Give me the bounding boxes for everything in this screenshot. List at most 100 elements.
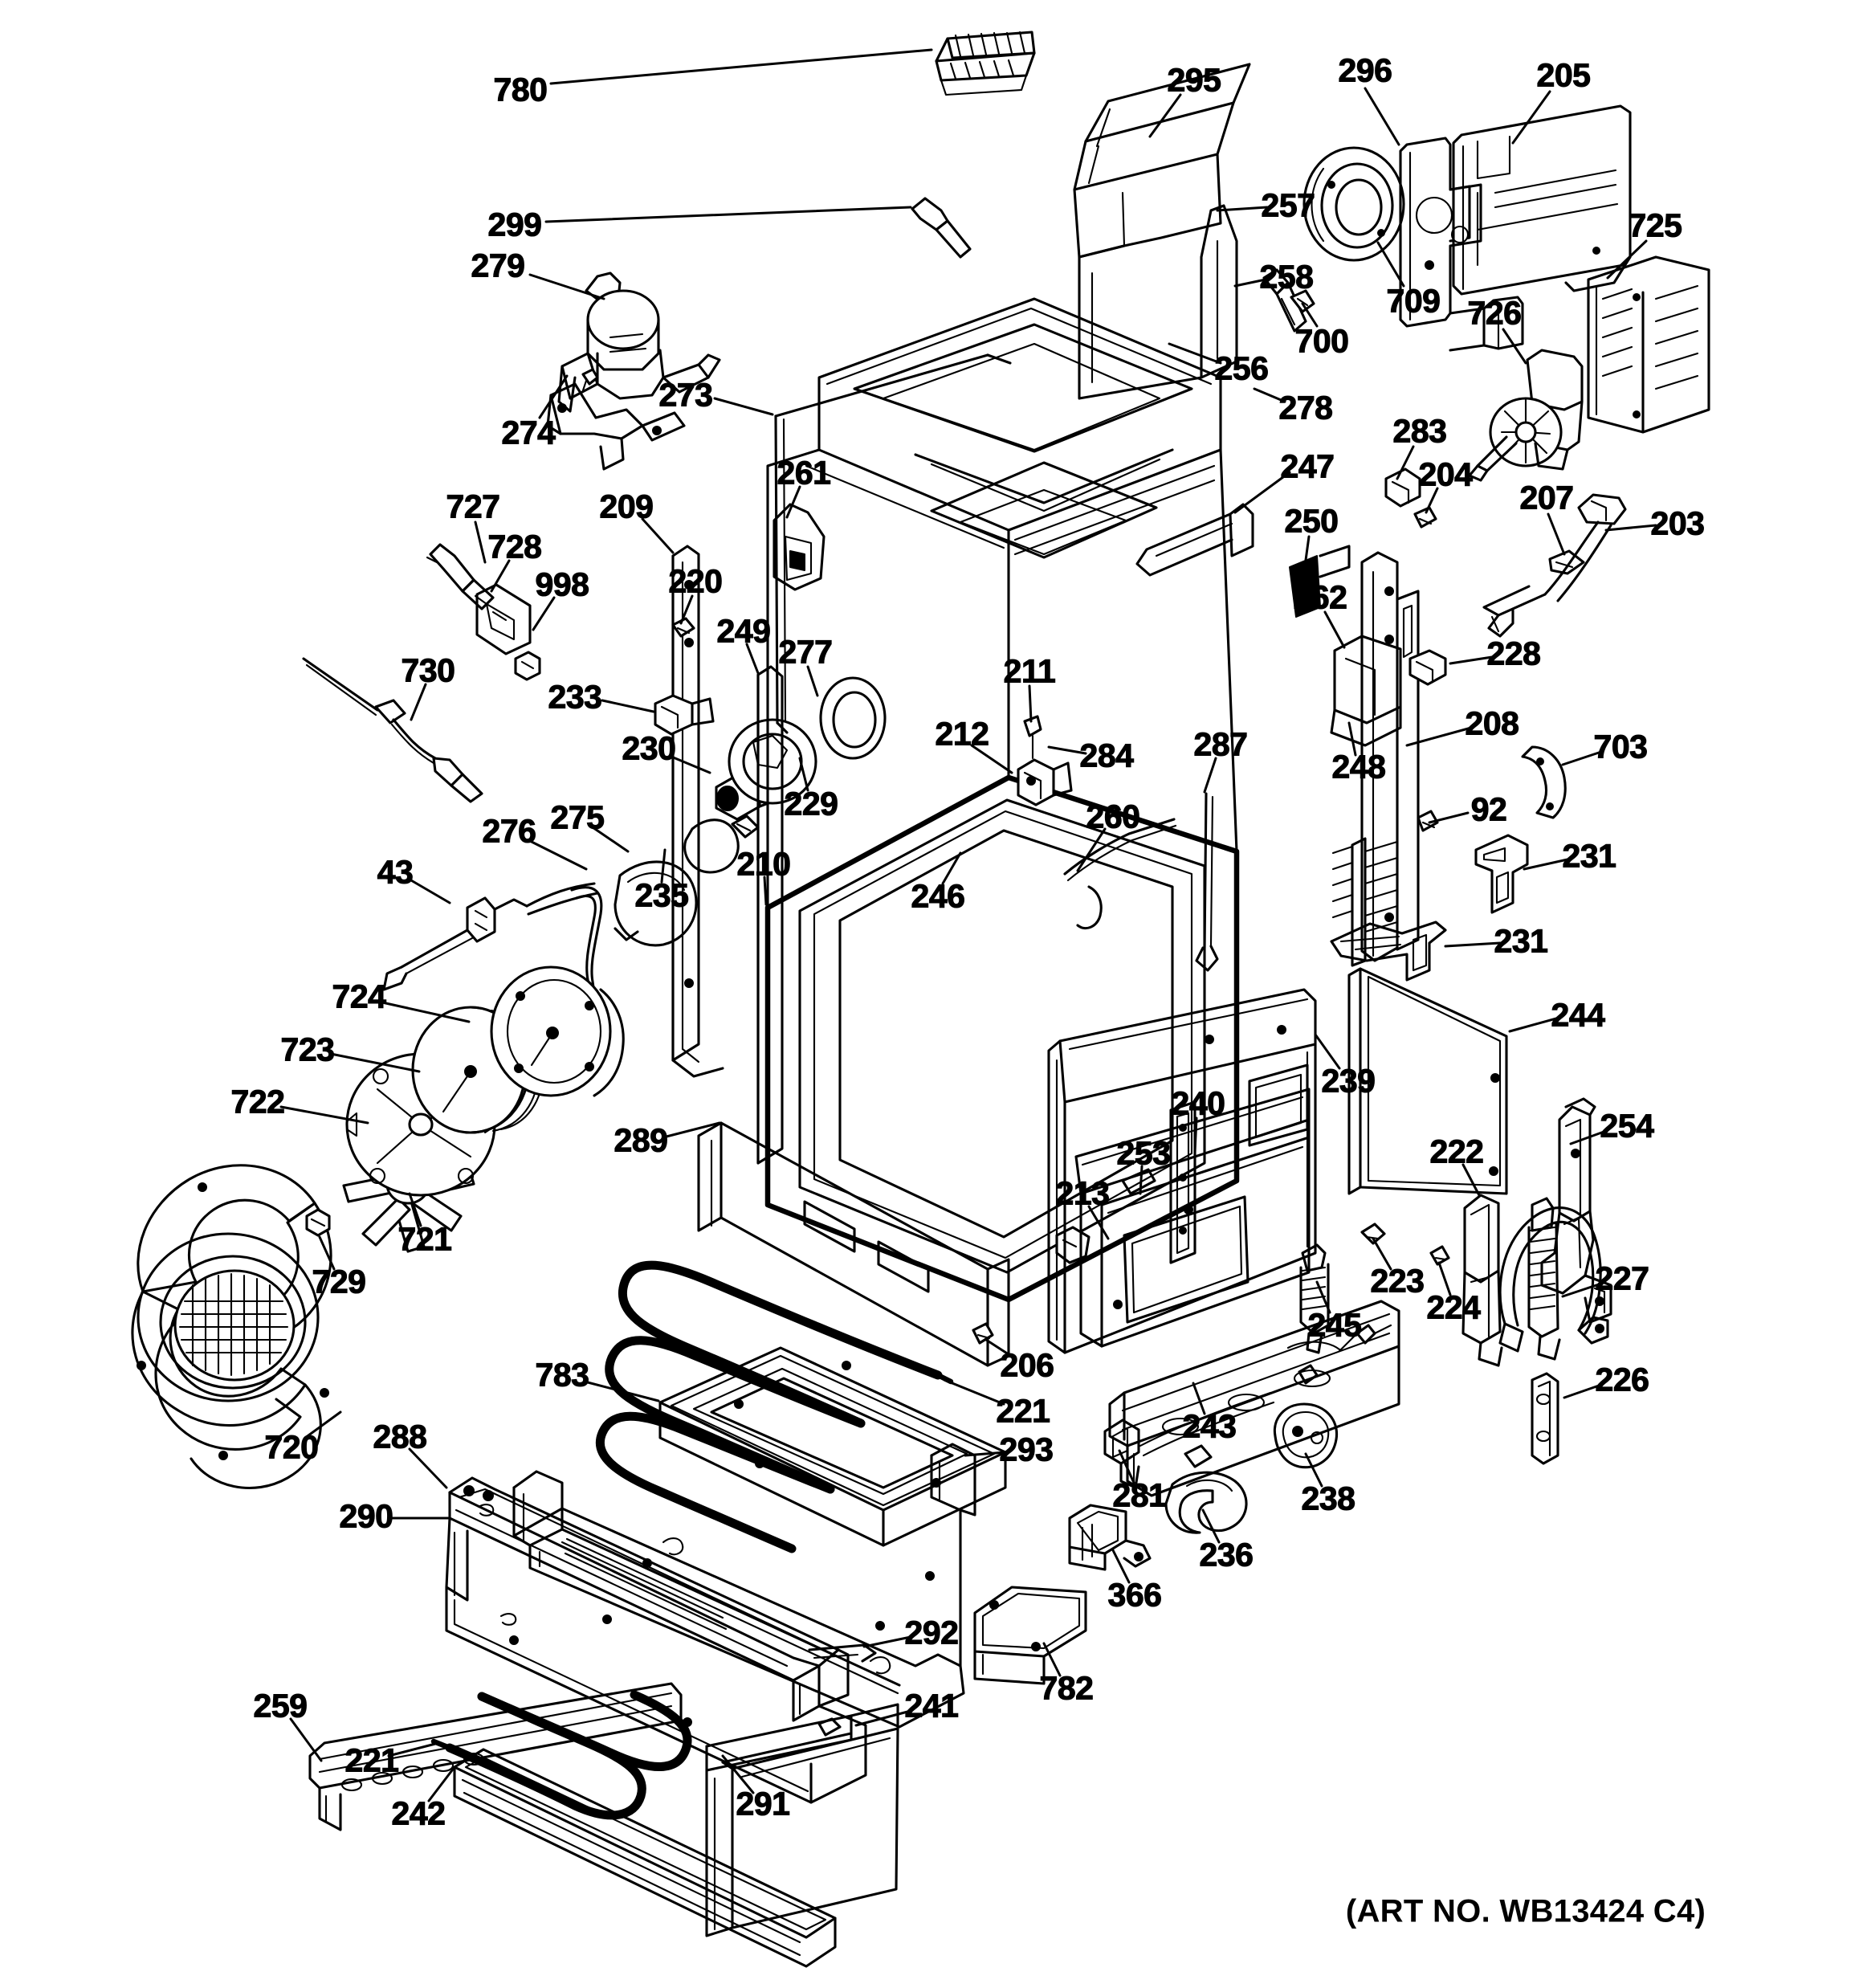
leader-line-709	[1376, 241, 1405, 288]
part-299-pin	[911, 197, 972, 259]
leader-line-728	[490, 559, 511, 593]
leader-line-249	[745, 643, 760, 675]
leader-line-727	[474, 520, 487, 564]
callout-231: 231	[1562, 837, 1617, 875]
leader-line-299	[544, 206, 912, 223]
callout-231b: 231	[1494, 922, 1549, 960]
part-261-bracket	[773, 503, 826, 591]
leader-line-257	[1216, 206, 1269, 212]
leader-line-262	[1323, 610, 1346, 649]
callout-227: 227	[1595, 1259, 1650, 1297]
leader-line-224	[1437, 1261, 1452, 1296]
callout-366: 366	[1107, 1576, 1163, 1614]
leader-line-780	[549, 48, 933, 85]
callout-245: 245	[1307, 1306, 1363, 1344]
leader-line-226	[1563, 1383, 1603, 1399]
leader-line-782	[1042, 1642, 1062, 1677]
leader-line-279	[528, 273, 605, 300]
callout-262: 262	[1293, 578, 1348, 616]
part-206-screw	[972, 1322, 994, 1345]
callout-254: 254	[1600, 1107, 1655, 1145]
callout-211: 211	[1003, 652, 1056, 690]
leader-line-720	[304, 1410, 342, 1439]
part-720-blower-housing	[131, 1164, 332, 1489]
callout-247: 247	[1280, 447, 1335, 485]
part-221-bake-element	[595, 1260, 954, 1553]
callout-260: 260	[1086, 798, 1141, 835]
callout-236: 236	[1199, 1536, 1254, 1574]
part-226-link	[1531, 1372, 1559, 1465]
part-283-clip	[1384, 467, 1421, 508]
callout-279: 279	[471, 247, 526, 284]
callout-207: 207	[1519, 479, 1575, 516]
callout-244: 244	[1551, 996, 1606, 1034]
part-246-oven-cavity	[766, 297, 1238, 909]
leader-line-221b	[387, 1741, 440, 1757]
part-998-nut	[514, 651, 541, 681]
part-213-bracket	[1055, 1226, 1090, 1264]
callout-287: 287	[1193, 725, 1249, 763]
leader-line-243	[1192, 1382, 1206, 1415]
part-257-vent-bracket	[1078, 204, 1238, 400]
part-274-screw	[581, 368, 599, 392]
leader-line-278	[1253, 387, 1286, 403]
leader-line-725	[1606, 239, 1648, 280]
leader-line-723	[329, 1052, 421, 1073]
leader-line-259	[289, 1717, 323, 1762]
callout-238: 238	[1301, 1480, 1356, 1517]
leader-line-213	[1087, 1205, 1110, 1240]
leader-line-275	[591, 826, 630, 853]
callout-235: 235	[634, 876, 690, 914]
leader-line-724	[381, 1001, 471, 1023]
callout-720: 720	[264, 1428, 320, 1466]
leader-line-241	[854, 1709, 912, 1727]
callout-295: 295	[1167, 61, 1222, 99]
callout-224: 224	[1426, 1288, 1482, 1326]
part-258-clip	[1262, 268, 1307, 333]
part-782-box	[973, 1586, 1087, 1685]
callout-239: 239	[1321, 1062, 1376, 1100]
callout-233: 233	[548, 678, 603, 716]
leader-line-229	[798, 757, 809, 792]
callout-212: 212	[935, 715, 990, 753]
leader-line-210	[763, 876, 768, 906]
callout-222: 222	[1429, 1133, 1485, 1170]
leader-line-729	[318, 1235, 336, 1271]
callout-725: 725	[1628, 206, 1683, 244]
callout-241: 241	[904, 1687, 960, 1725]
part-700-clip	[1290, 289, 1315, 313]
leader-line-366	[1111, 1549, 1131, 1584]
callout-730: 730	[401, 651, 456, 689]
leader-line-721	[408, 1192, 422, 1227]
part-366-switch	[1068, 1504, 1152, 1571]
leader-line-254	[1569, 1129, 1608, 1145]
leader-line-227	[1561, 1282, 1603, 1298]
leader-line-256	[1168, 342, 1222, 365]
callout-221b: 221	[344, 1741, 400, 1779]
callout-248: 248	[1331, 748, 1387, 786]
leader-line-207	[1547, 512, 1566, 556]
callout-274: 274	[501, 414, 556, 451]
callout-727: 727	[446, 488, 501, 525]
part-240-cross-rail	[1074, 1088, 1311, 1348]
callout-209: 209	[599, 488, 654, 525]
leader-line-222	[1461, 1163, 1481, 1197]
leader-line-248	[1347, 721, 1357, 757]
part-224-screw	[1429, 1245, 1450, 1266]
leader-line-228	[1449, 655, 1494, 665]
leader-line-244	[1508, 1017, 1558, 1033]
leader-line-700	[1301, 302, 1319, 328]
callout-43: 43	[377, 853, 414, 891]
leader-line-212	[970, 744, 1013, 774]
callout-288: 288	[373, 1418, 428, 1455]
part-245-fitting	[1299, 1243, 1330, 1354]
leader-line-722	[279, 1105, 369, 1125]
part-244-access-panel	[1347, 967, 1508, 1195]
callout-278: 278	[1278, 389, 1334, 427]
part-222-latch	[1461, 1194, 1503, 1367]
leader-line-242	[427, 1766, 456, 1802]
callout-250: 250	[1284, 502, 1339, 540]
leader-line-239	[1314, 1033, 1341, 1070]
leader-line-236	[1201, 1508, 1221, 1544]
callout-724: 724	[332, 978, 387, 1015]
